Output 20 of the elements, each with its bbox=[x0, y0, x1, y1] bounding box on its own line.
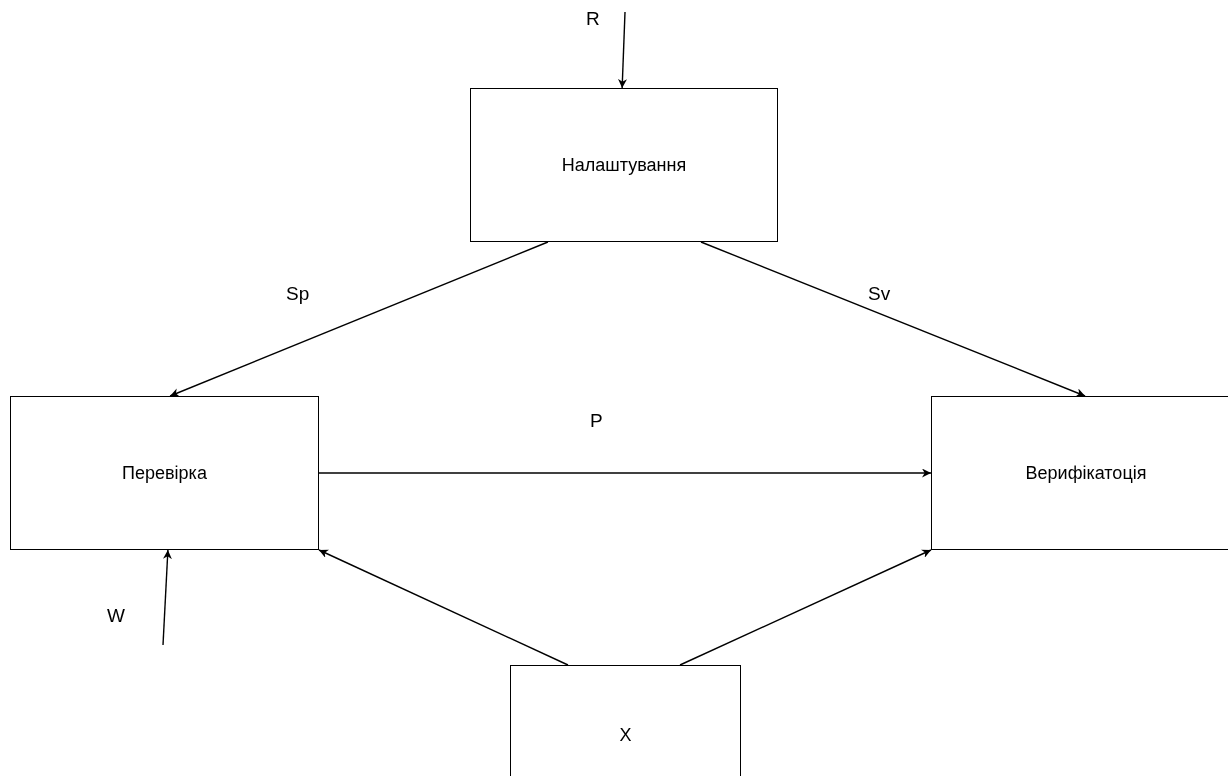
process-box bbox=[470, 88, 778, 242]
edge-label: W bbox=[107, 605, 125, 627]
process-box bbox=[931, 396, 1228, 550]
edge-label: P bbox=[590, 410, 603, 432]
arrow bbox=[679, 549, 932, 666]
edge-label: R bbox=[586, 8, 600, 30]
arrow bbox=[618, 11, 627, 89]
box-label: Перевірка bbox=[122, 462, 207, 484]
arrow bbox=[318, 468, 932, 478]
box-label: Верифікатоція bbox=[1025, 462, 1147, 484]
process-box bbox=[510, 665, 741, 776]
edge-label: Sp bbox=[286, 283, 310, 305]
arrow bbox=[318, 549, 569, 666]
box-label: Налаштування bbox=[561, 154, 687, 176]
process-box bbox=[10, 396, 319, 550]
arrow bbox=[162, 549, 172, 646]
arrow bbox=[700, 241, 1086, 397]
edge-label: Sv bbox=[868, 283, 891, 305]
arrow bbox=[169, 241, 549, 397]
box-label: X bbox=[619, 724, 632, 746]
